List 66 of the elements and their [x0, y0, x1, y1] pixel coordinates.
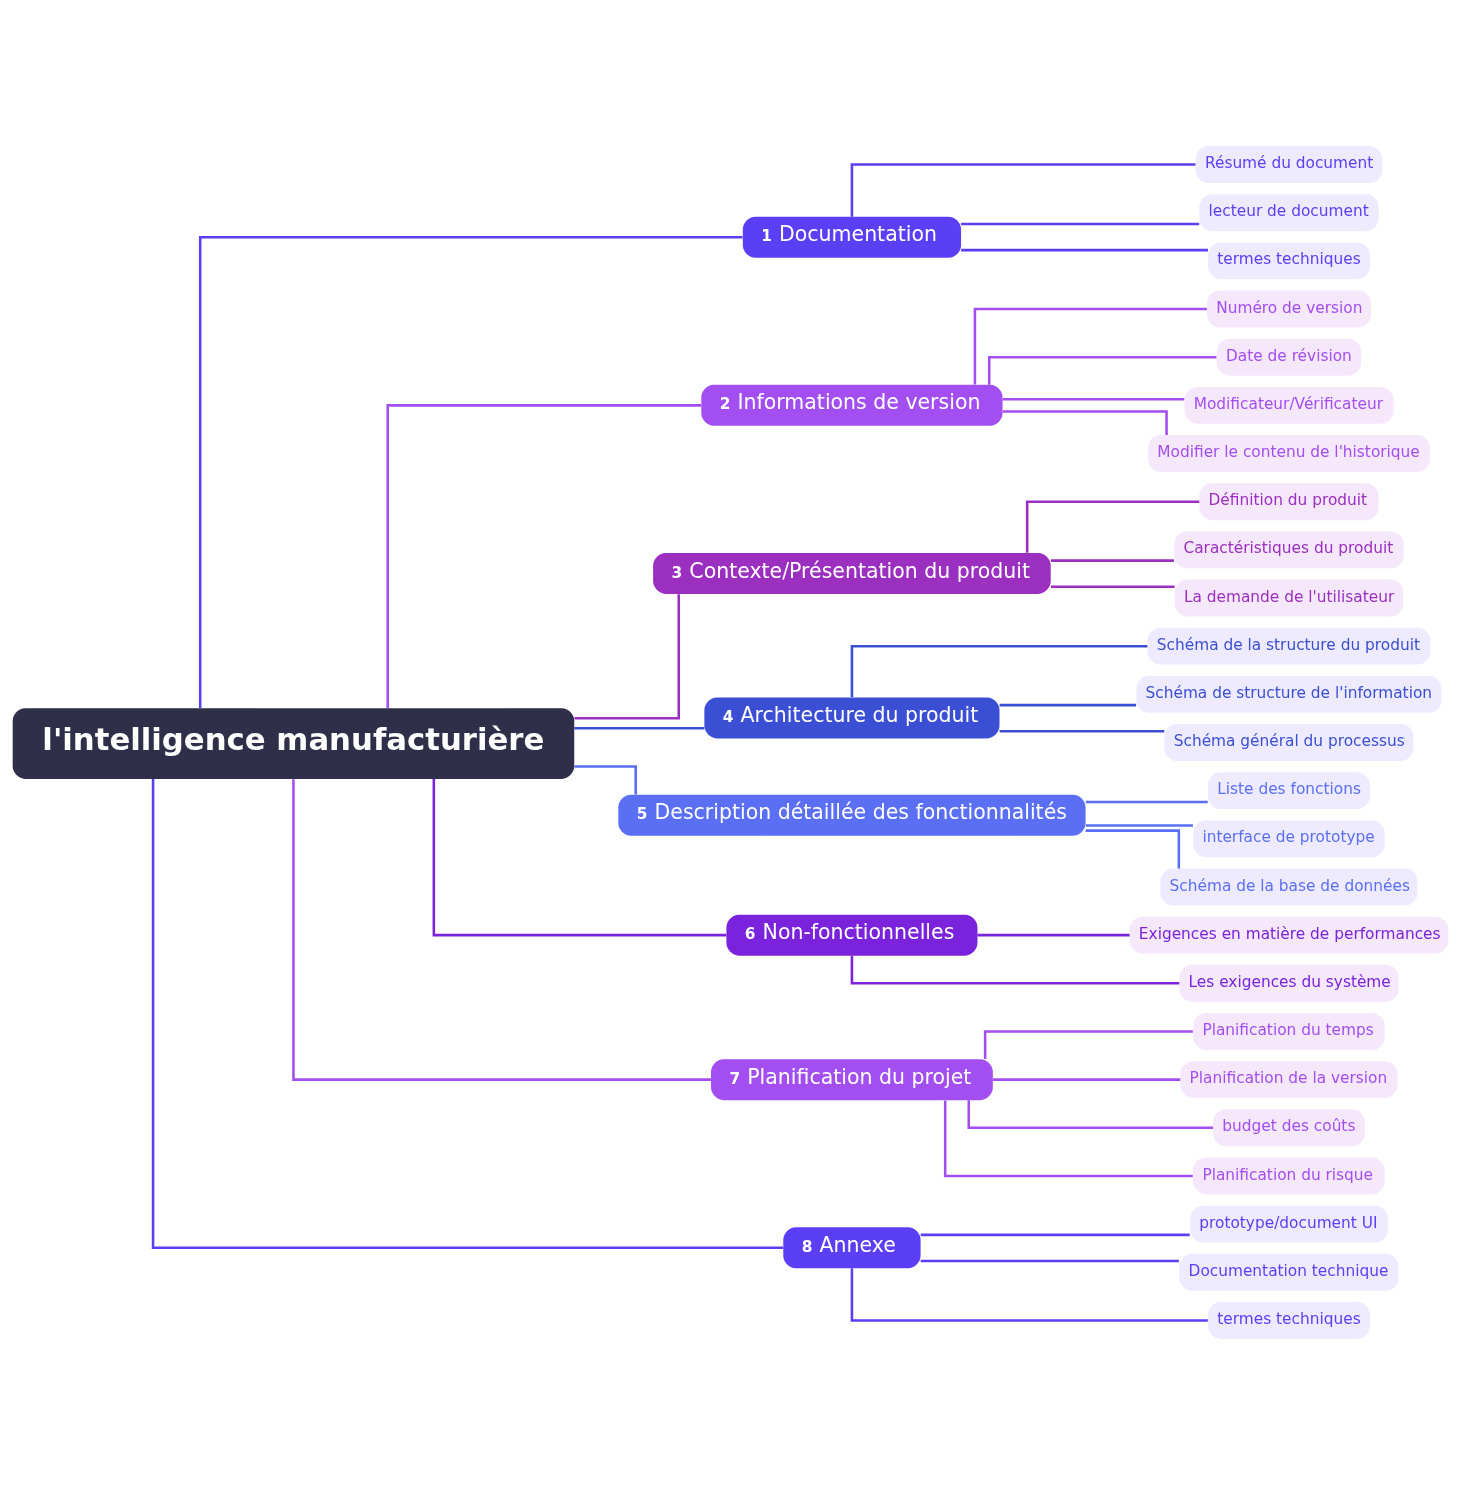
node-box: La demande de l'utilisateur — [1174, 579, 1404, 617]
node-box: Modifier le contenu de l'historique — [1148, 435, 1430, 472]
connector — [977, 933, 1130, 937]
node-box: Schéma général du processus — [1164, 724, 1414, 761]
node-box: l'intelligence manufacturière — [12, 708, 575, 779]
connector — [850, 163, 1196, 217]
node-box: Résumé du document — [1195, 146, 1383, 183]
node-box: Définition du produit — [1199, 483, 1379, 521]
node-box: 6 Non-fonctionnelles — [726, 914, 978, 956]
connector — [574, 727, 705, 730]
connector — [920, 1259, 1179, 1263]
connector — [1050, 585, 1175, 588]
connector — [386, 404, 702, 708]
node-box: interface de prototype — [1193, 820, 1385, 858]
node-box: 3 Contexte/Présentation du produit — [653, 552, 1051, 594]
connector — [292, 779, 711, 1081]
node-box: lecteur de document — [1199, 194, 1379, 232]
node-box: 2 Informations de version — [701, 384, 1003, 426]
node-box: Date de révision — [1216, 338, 1362, 376]
connector — [999, 703, 1137, 707]
connector — [850, 1268, 1208, 1322]
node-box: Planification de la version — [1180, 1061, 1398, 1099]
connector — [1050, 559, 1174, 562]
connector — [973, 307, 1207, 385]
node-box: Liste des fonctions — [1208, 772, 1370, 810]
node-box: Caractéristiques du produit — [1174, 531, 1404, 569]
connector — [198, 236, 743, 708]
node-box: 8 Annexe — [783, 1227, 921, 1269]
node-box: Planification du risque — [1193, 1157, 1385, 1195]
connector — [151, 779, 783, 1249]
connector — [574, 765, 637, 795]
node-box: termes techniques — [1208, 1302, 1370, 1339]
connector — [1002, 397, 1185, 401]
node-box: Planification du temps — [1193, 1013, 1385, 1050]
connector — [961, 222, 1200, 226]
connector — [1085, 829, 1181, 869]
connector — [850, 644, 1148, 698]
node-box: budget des coûts — [1213, 1109, 1365, 1147]
connector — [574, 594, 681, 720]
connector — [1085, 824, 1193, 827]
node-box: Schéma de la base de données — [1160, 868, 1418, 906]
connector — [432, 779, 727, 937]
connector — [967, 1100, 1214, 1130]
node-box: Numéro de version — [1207, 290, 1371, 328]
connector — [992, 1078, 1181, 1081]
node-box: 7 Planification du projet — [711, 1059, 993, 1101]
connector — [961, 248, 1208, 252]
node-box: 1 Documentation — [742, 216, 962, 258]
node-box: Schéma de structure de l'information — [1136, 675, 1442, 713]
connector — [999, 729, 1165, 733]
connector — [983, 1030, 1193, 1059]
node-box: Les exigences du système — [1179, 964, 1399, 1002]
node-box: Schéma de la structure du produit — [1147, 627, 1431, 665]
connector — [943, 1100, 1193, 1178]
connector — [1025, 500, 1200, 553]
connector — [987, 355, 1217, 385]
node-box: Documentation technique — [1179, 1253, 1399, 1291]
node-box: Exigences en matière de performances — [1129, 916, 1449, 954]
node-box: prototype/document UI — [1190, 1205, 1388, 1243]
connector — [850, 955, 1180, 985]
connector — [920, 1233, 1190, 1237]
node-box: Modificateur/Vérificateur — [1184, 386, 1394, 424]
node-box: 4 Architecture du produit — [704, 697, 1000, 739]
connector — [1085, 800, 1208, 804]
node-box: termes techniques — [1208, 242, 1370, 280]
node-box: 5 Description détaillée des fonctionnalités — [618, 794, 1086, 836]
